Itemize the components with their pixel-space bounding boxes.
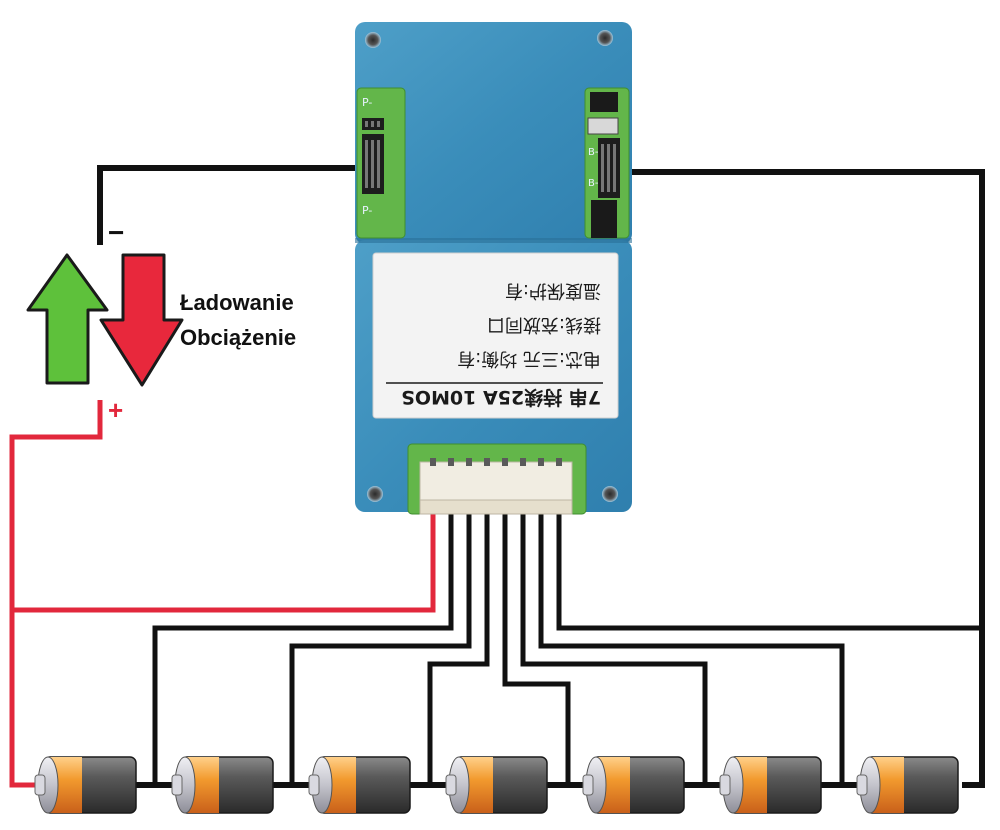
balance-connector bbox=[407, 443, 587, 515]
battery-cell-icon bbox=[445, 756, 548, 814]
wire-p-plus bbox=[9, 400, 103, 788]
plus-sign: + bbox=[108, 395, 123, 425]
pad-label-b-minus-2: B- bbox=[588, 178, 599, 189]
battery-cell-icon bbox=[582, 756, 685, 814]
balance-wire-2 bbox=[152, 498, 454, 785]
battery-cells bbox=[34, 756, 959, 814]
wiring bbox=[9, 165, 985, 788]
load-label: Obciążenie bbox=[180, 325, 296, 350]
balance-wire-6 bbox=[520, 498, 708, 785]
balance-wire-1 bbox=[12, 498, 436, 613]
minus-sign: − bbox=[108, 217, 124, 248]
balance-wire-4 bbox=[427, 498, 490, 785]
bms-board: P- P- B- B- 7串 持续25A 10MOS 电芯:三元 均衡:有 接线… bbox=[355, 22, 632, 515]
label-line-4: 温度保护:有 bbox=[505, 280, 601, 301]
wire-p-minus bbox=[97, 165, 372, 245]
charging-label: Ładowanie bbox=[180, 290, 294, 315]
battery-cell-icon bbox=[34, 756, 137, 814]
load-arrow-down-icon bbox=[99, 253, 184, 387]
battery-cell-icon bbox=[719, 756, 822, 814]
pad-label-p-minus-top: P- bbox=[362, 96, 372, 109]
battery-cell-icon bbox=[171, 756, 274, 814]
battery-cell-icon bbox=[856, 756, 959, 814]
label-line-1: 7串 持续25A 10MOS bbox=[401, 386, 601, 409]
label-line-3: 接线:充放同口 bbox=[487, 314, 601, 335]
balance-wire-7 bbox=[538, 498, 845, 785]
pad-label-b-minus-1: B- bbox=[588, 147, 599, 158]
mounting-holes bbox=[365, 30, 618, 502]
wire-b-minus bbox=[612, 169, 985, 788]
pad-label-p-minus-bottom: P- bbox=[362, 204, 372, 217]
balance-wire-8 bbox=[556, 498, 982, 631]
charging-arrow-up-icon bbox=[26, 253, 109, 385]
label-line-2: 电芯:三元 均衡:有 bbox=[457, 348, 601, 369]
balance-wire-3 bbox=[289, 498, 472, 785]
board-label: 7串 持续25A 10MOS 电芯:三元 均衡:有 接线:充放同口 温度保护:有 bbox=[372, 252, 619, 419]
balance-wire-5 bbox=[502, 498, 571, 785]
battery-cell-icon bbox=[308, 756, 411, 814]
